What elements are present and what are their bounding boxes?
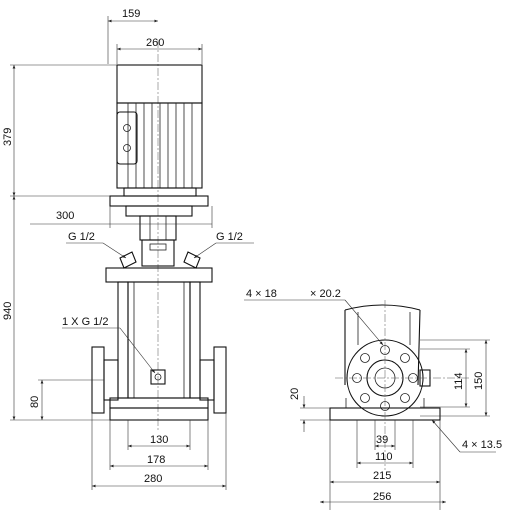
dim-110: 110	[375, 451, 393, 463]
dim-130: 130	[150, 434, 168, 446]
bolt-4x18: 4 × 18	[246, 288, 277, 300]
pump-sleeve	[117, 281, 201, 399]
dim-940: 940	[2, 302, 14, 320]
port-right-label: G 1/2	[216, 231, 243, 243]
motor-stool-flange	[109, 195, 209, 207]
front-view	[10, 16, 254, 490]
bolt-holes	[352, 345, 418, 411]
dim-379: 379	[2, 128, 14, 146]
port-left-label: G 1/2	[68, 231, 95, 243]
dim-260: 260	[146, 37, 164, 49]
dim-20: 20	[289, 388, 301, 400]
bolt-20-2: × 20.2	[310, 288, 341, 300]
drain-plug	[150, 369, 166, 385]
pump-base	[109, 397, 209, 421]
outlet-flange	[213, 346, 227, 414]
pump-head	[105, 267, 213, 283]
dim-256: 256	[373, 491, 391, 503]
dim-114: 114	[453, 372, 465, 390]
dim-178: 178	[147, 454, 165, 466]
side-sleeve	[344, 304, 421, 386]
coupling	[109, 195, 209, 269]
dim-280: 280	[144, 473, 162, 485]
dim-39: 39	[376, 434, 388, 446]
dimension-labels: 159 260 379 300 G 1/2 G 1/2 940 1 X G 1/…	[2, 8, 502, 503]
dim-159: 159	[122, 8, 140, 20]
motor-fan-cover	[116, 64, 203, 104]
vent-plug-left	[119, 251, 137, 269]
dim-150: 150	[473, 372, 485, 390]
drain-port-label: 1 X G 1/2	[62, 316, 108, 328]
base-plate	[109, 407, 209, 421]
dim-80: 80	[29, 396, 41, 408]
motor	[116, 64, 203, 197]
dim-215: 215	[373, 470, 391, 482]
hole-4x13-5: 4 × 13.5	[462, 439, 502, 451]
motor-flange	[123, 187, 197, 197]
side-view	[244, 299, 496, 510]
dim-300: 300	[56, 210, 74, 222]
terminal-box	[116, 111, 138, 165]
vent-plug-right	[183, 251, 201, 269]
